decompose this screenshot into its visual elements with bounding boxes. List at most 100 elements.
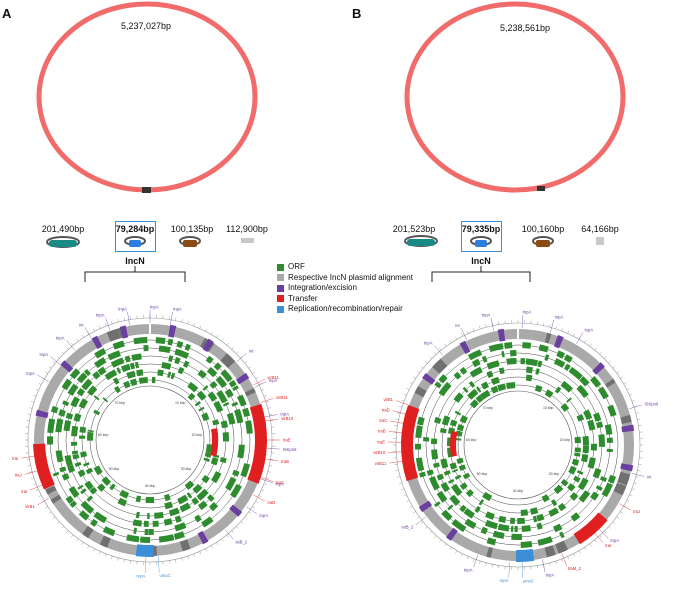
orf-block [520,541,533,548]
orf-block [548,507,560,517]
orf-block [55,418,64,433]
orf-block [168,355,174,362]
orf-block [202,385,209,391]
ruler-tick [252,506,255,509]
highlight-box-a [115,221,156,252]
orf-block [67,464,76,474]
plasmid-size-b-3: 100,160bp [521,224,565,234]
orf-block [556,350,566,359]
orf-block [58,409,66,417]
ruler-tick [631,488,635,491]
integration-feature [592,362,605,375]
ruler-tick [231,530,234,534]
gene-label: tnpA [269,378,278,383]
orf-block [592,468,602,479]
ruler-tick [38,495,42,497]
ruler-tick [424,526,428,529]
orf-block [576,470,584,475]
legend-swatch-transfer [277,295,284,303]
orf-track-line [457,384,579,506]
orf-block [522,342,532,349]
orf-block [510,525,514,532]
orf-block [205,355,214,364]
gene-label: tnpA [523,310,532,315]
integration-feature [91,335,103,350]
ruler-tick [267,471,271,473]
orf-block [59,466,67,473]
legend-item-replication: Replication/recombination/repair [277,304,413,315]
orf-block [134,361,139,369]
ruler-tick [117,557,119,561]
orf-block [63,419,72,432]
orf-block [536,522,543,530]
orf-block [595,485,603,492]
gene-label: virB1 [383,397,393,402]
orf-block [61,473,70,481]
orf-block [93,409,101,416]
ruler-tick [466,556,469,560]
orf-block [72,453,80,460]
orf-block [469,366,483,378]
gene-label: tnpA [275,482,284,487]
orf-block [135,511,140,519]
gene-label: traJ [15,473,22,478]
orf-block [81,378,93,391]
orf-block [177,494,189,505]
orf-block [583,409,593,421]
orf-block [587,457,596,469]
orf-block [440,427,447,434]
gene-label: istB_2 [235,539,247,544]
plasmid-size-b-4: 64,166bp [581,224,619,234]
orf-block [434,381,442,389]
ruler-tick [629,494,633,497]
orf-block [520,358,526,365]
orf-block [83,462,90,467]
orf-block [601,482,613,498]
kbp-tick-label: 10 kbp [543,406,554,410]
integration-feature [202,338,214,352]
blue-plasmid-icon-a [124,236,146,247]
ruler-tick [461,333,463,337]
replication-feature [135,544,155,558]
ruler-tick [205,328,207,332]
orf-block [94,357,107,369]
kbp-tick-label: 50 kbp [109,467,120,471]
gene-leader-line [266,447,280,450]
ruler-tick [38,383,42,385]
orf-block [64,454,73,467]
orf-block [131,353,142,361]
integration-feature [119,325,129,339]
orf-block [504,342,513,349]
ruler-tick [33,483,37,486]
ruler-tick [409,382,413,385]
orf-block [179,502,191,513]
alignment-darker-segment [99,535,111,548]
orf-block [438,381,452,397]
integration-feature [197,530,209,545]
orf-block [148,528,154,536]
gene-leader-line [388,431,402,433]
orf-block [568,366,583,380]
ruler-tick [244,361,248,364]
orf-block [544,389,554,398]
orf-block [511,533,523,541]
integration-feature [60,360,74,373]
transfer-feature [247,403,268,484]
orf-block [576,414,585,422]
kbp-tick-label: 30 kbp [549,472,560,476]
integration-feature [168,324,177,338]
ruler-tick [485,324,487,328]
kbp-tick-label: 70 kbp [483,406,494,410]
ruler-tick [187,555,189,559]
orf-block [232,385,239,392]
gene-label: traB [281,459,289,464]
gene-label: tnpA [173,307,182,312]
orf-block [463,508,475,519]
orf-block [573,475,581,483]
orf-block [468,381,476,388]
orf-block [447,478,455,484]
orf-block [606,437,613,443]
plasmid-size-a-1: 201,490bp [41,224,85,234]
orf-block [458,464,467,471]
orf-block [70,396,80,408]
